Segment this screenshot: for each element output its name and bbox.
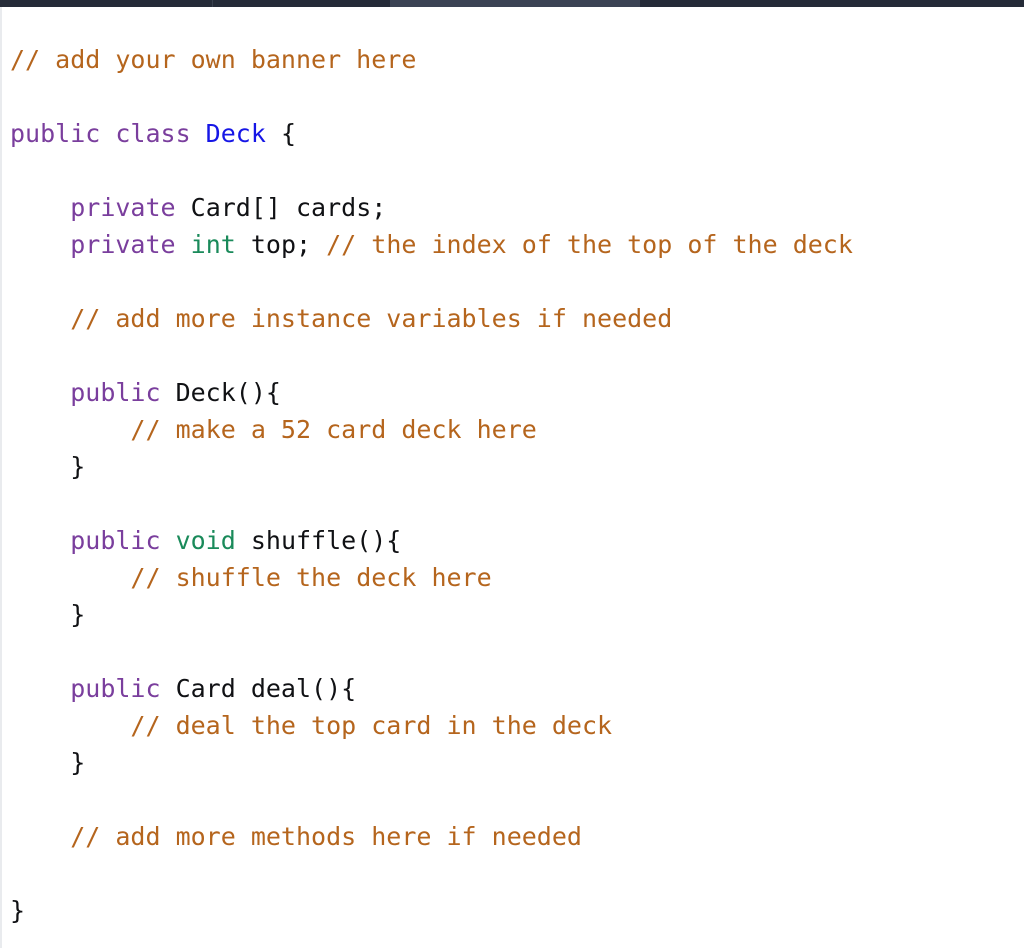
code-token-plain: } [70,748,86,777]
code-line [10,781,1024,818]
code-token-plain: { [265,119,296,148]
code-indent [10,378,70,407]
code-indent [10,452,70,481]
code-line: } [10,744,1024,781]
code-line [10,633,1024,670]
code-indent [10,230,70,259]
code-line: // add more methods here if needed [10,818,1024,855]
code-token-cmt: // add your own banner here [10,45,417,74]
code-token-kw: public [70,674,176,703]
code-token-type: int [190,230,236,259]
code-line: // make a 52 card deck here [10,411,1024,448]
code-line: } [10,448,1024,485]
code-line: } [10,892,1024,929]
code-token-plain: Deck(){ [175,378,281,407]
code-line: private Card[] cards; [10,189,1024,226]
code-line: // shuffle the deck here [10,559,1024,596]
code-token-plain: top; [235,230,327,259]
code-token-cmt: // the index of the top of the deck [326,230,853,259]
code-token-plain: } [10,896,26,925]
code-line [10,337,1024,374]
code-line: // deal the top card in the deck [10,707,1024,744]
window-title-bar [0,0,1024,7]
code-indent [10,304,70,333]
code-token-plain: shuffle(){ [235,526,402,555]
code-line: public Deck(){ [10,374,1024,411]
code-indent [10,674,70,703]
code-token-kw: private [70,193,191,222]
code-line: // add more instance variables if needed [10,300,1024,337]
source-code-block[interactable]: // add your own banner here public class… [2,41,1024,929]
code-indent [10,415,130,444]
code-token-plain: } [70,452,86,481]
code-indent [10,748,70,777]
code-line: public void shuffle(){ [10,522,1024,559]
code-token-cmt: // add more instance variables if needed [70,304,673,333]
code-indent [10,193,70,222]
code-token-cmt: // shuffle the deck here [130,563,492,592]
active-editor-tab[interactable] [390,0,640,7]
code-line: private int top; // the index of the top… [10,226,1024,263]
code-line [10,855,1024,892]
code-indent [10,563,130,592]
code-indent [10,711,130,740]
code-token-cmt: // add more methods here if needed [70,822,582,851]
editor-text-area[interactable]: // add your own banner here public class… [0,7,1024,948]
code-token-plain: Card deal(){ [175,674,357,703]
code-indent [10,822,70,851]
code-token-kw: public [70,378,176,407]
tab-bar-divider [212,0,213,7]
code-line [10,485,1024,522]
code-line: } [10,596,1024,633]
code-token-plain: } [70,600,86,629]
code-token-type: void [175,526,236,555]
code-token-kw: public class [10,119,206,148]
code-line [10,152,1024,189]
code-line: public Card deal(){ [10,670,1024,707]
code-token-cls: Deck [205,119,266,148]
code-line [10,78,1024,115]
code-token-cmt: // deal the top card in the deck [130,711,613,740]
code-indent [10,526,70,555]
code-indent [10,600,70,629]
code-token-cmt: // make a 52 card deck here [130,415,537,444]
code-line: // add your own banner here [10,41,1024,78]
code-token-kw: private [70,230,191,259]
code-line [10,263,1024,300]
code-token-kw: public [70,526,176,555]
code-line: public class Deck { [10,115,1024,152]
code-token-plain: Card[] cards; [190,193,387,222]
